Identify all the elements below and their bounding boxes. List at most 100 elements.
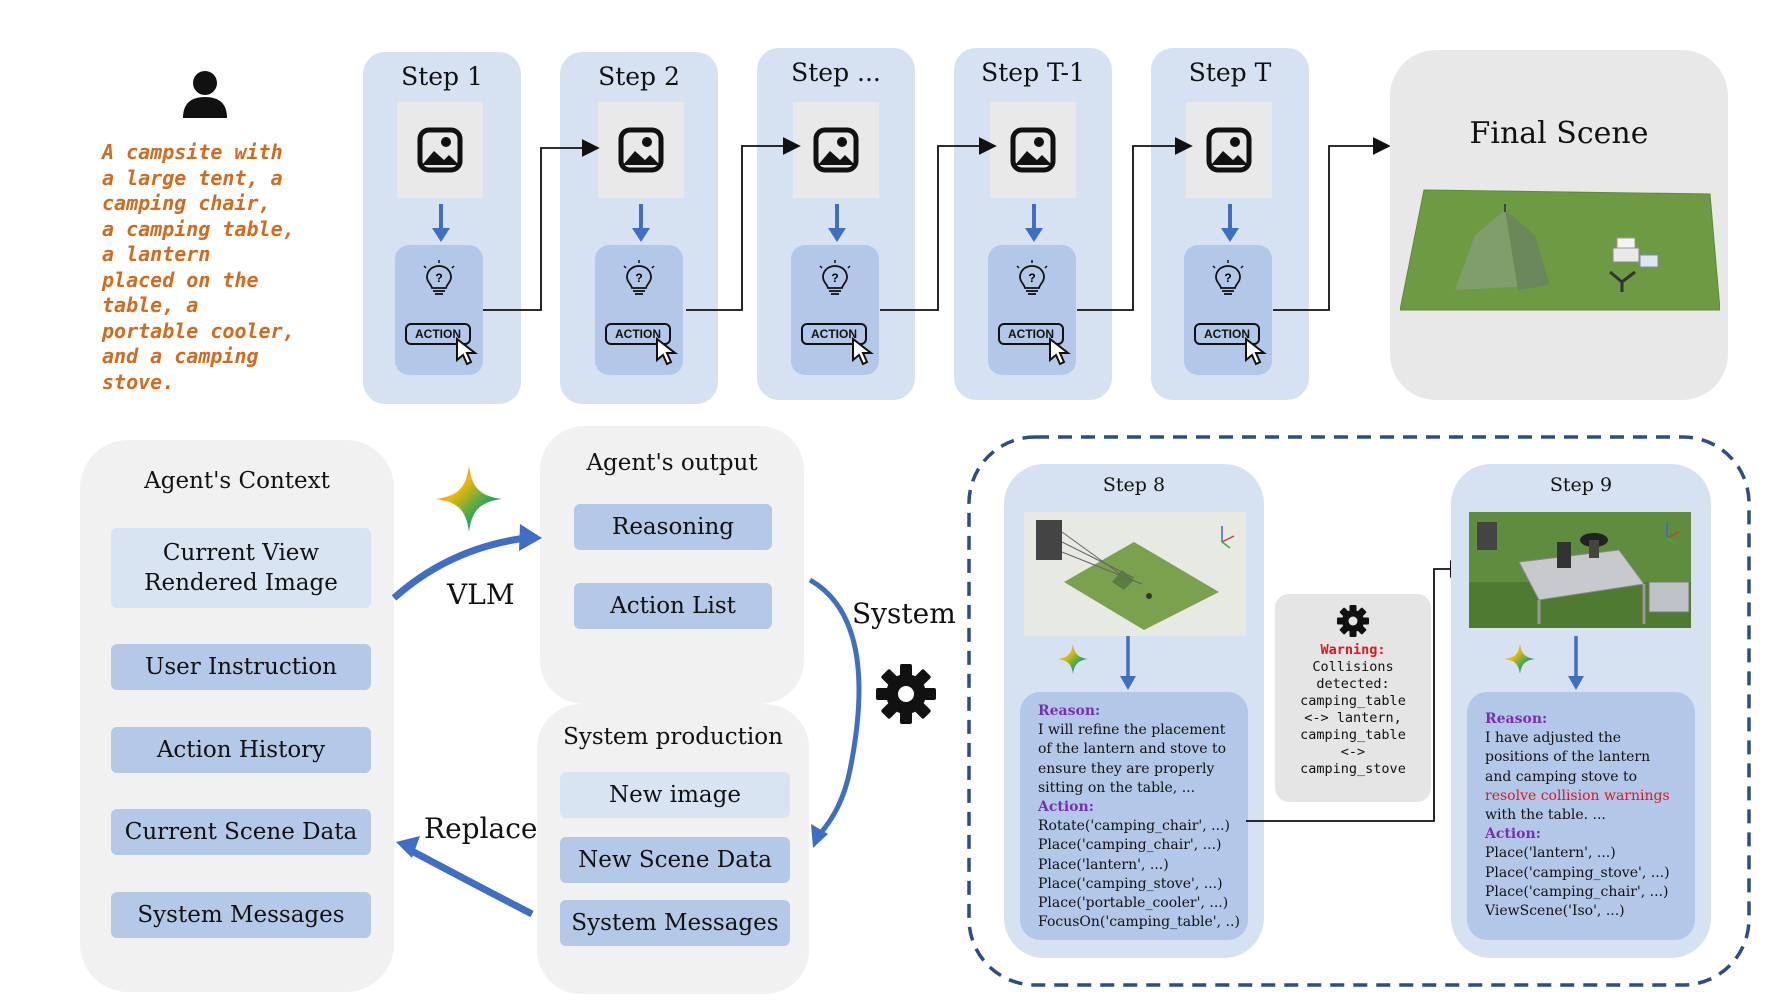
step-column-3: Step ... ? ACTION	[757, 48, 915, 400]
action-key: Action	[1038, 799, 1089, 816]
action-label: ACTION	[605, 323, 671, 345]
user-prompt: A campsite with a large tent, a camping …	[102, 140, 295, 394]
image-icon	[417, 127, 463, 173]
context-item-current-view: Current View Rendered Image	[111, 528, 371, 608]
image-placeholder	[397, 102, 483, 198]
warning-box: Warning: Collisions detected: camping_ta…	[1275, 594, 1431, 802]
action-label: ACTION	[405, 323, 471, 345]
reason-line: and camping stove to	[1485, 768, 1638, 785]
step-column-4: Step T-1 ? ACTION	[954, 48, 1112, 400]
lightbulb-question-icon: ?	[423, 260, 455, 295]
svg-text:?: ?	[831, 271, 838, 285]
step9-panel: Step 9 Reason: I have adjusted the posit…	[1451, 464, 1711, 958]
svg-text:?: ?	[1028, 271, 1035, 285]
warning-line: detected:	[1316, 676, 1390, 692]
agents-output-title: Agent's output	[586, 450, 758, 476]
replace-label: Replace	[424, 812, 538, 845]
down-arrow	[1120, 636, 1136, 690]
thought-action-card: ? ACTION	[595, 245, 683, 375]
reason-key: Reason	[1038, 703, 1096, 719]
output-item-action-list: Action List	[574, 583, 772, 629]
action-line: Place('camping_chair', ...)	[1038, 837, 1222, 854]
system-label: System	[852, 597, 956, 630]
action-line: Place('lantern', ...)	[1038, 856, 1169, 873]
warning-line: camping_table	[1300, 727, 1406, 743]
svg-text:?: ?	[1224, 271, 1231, 285]
step9-render	[1469, 512, 1691, 628]
down-arrow	[1025, 204, 1043, 242]
action-label: ACTION	[1194, 323, 1260, 345]
down-arrow	[828, 204, 846, 242]
vlm-label: VLM	[447, 578, 515, 611]
user-icon	[183, 71, 227, 118]
action-line: Place('lantern', ...)	[1485, 845, 1616, 862]
step8-render	[1024, 512, 1246, 636]
cursor-icon	[456, 337, 478, 366]
image-placeholder	[990, 102, 1076, 198]
gear-icon	[876, 664, 936, 724]
production-item-new-image: New image	[560, 772, 790, 818]
step8-render-image	[1024, 512, 1246, 636]
step9-reason-card: Reason: I have adjusted the positions of…	[1467, 692, 1695, 940]
dashed-frame	[967, 435, 1751, 987]
reason-line: ensure they are properly	[1038, 760, 1215, 777]
thought-action-card: ? ACTION	[791, 245, 879, 375]
step-title: Step T	[1188, 58, 1272, 87]
down-arrow	[1221, 204, 1239, 242]
agents-context-panel: Agent's Context Current View Rendered Im…	[80, 440, 394, 992]
context-item-user-instruction: User Instruction	[111, 644, 371, 690]
final-scene-panel: Final Scene	[1390, 50, 1728, 400]
action-label: ACTION	[998, 323, 1064, 345]
action-line: Rotate('camping_chair', ...)	[1038, 818, 1230, 835]
final-scene-title: Final Scene	[1469, 116, 1649, 151]
reason-line: sitting on the table, ...	[1038, 779, 1196, 796]
cursor-icon	[1049, 337, 1071, 366]
system-production-panel: System production New image New Scene Da…	[537, 704, 809, 994]
reason-key: Reason	[1485, 711, 1543, 727]
step-title: Step T-1	[981, 58, 1085, 87]
action-line: Place('portable_cooler', ...)	[1038, 895, 1229, 912]
step8-title: Step 8	[1102, 474, 1166, 496]
warning-line: <->	[1340, 744, 1366, 760]
warning-title: Warning:	[1320, 642, 1386, 658]
action-line: Place('camping_stove', ...)	[1485, 864, 1670, 881]
image-placeholder	[1186, 102, 1272, 198]
gear-icon	[1337, 605, 1369, 637]
down-arrow	[1568, 636, 1584, 690]
production-item-new-scene-data: New Scene Data	[560, 837, 790, 883]
step-title: Step 2	[598, 62, 680, 91]
action-label: ACTION	[801, 323, 867, 345]
agents-context-title: Agent's Context	[144, 468, 330, 494]
action-line: Place('camping_stove', ...)	[1038, 875, 1223, 892]
reason-highlight: resolve collision warnings	[1485, 787, 1670, 804]
cursor-icon	[852, 337, 874, 366]
reason-line: positions of the lantern	[1485, 749, 1651, 766]
context-item-system-messages: System Messages	[111, 892, 371, 938]
warning-line: Collisions	[1312, 659, 1394, 675]
reason-line: I will refine the placement	[1038, 722, 1226, 739]
system-production-title: System production	[563, 724, 783, 750]
thought-action-card: ? ACTION	[988, 245, 1076, 375]
image-icon	[1010, 127, 1056, 173]
output-item-reasoning: Reasoning	[574, 504, 772, 550]
warning-line: <-> lantern,	[1304, 710, 1402, 726]
lightbulb-question-icon: ?	[1212, 260, 1244, 295]
down-arrow	[632, 204, 650, 242]
vlm-sparkle-icon	[1505, 644, 1535, 674]
campsite-render	[1400, 189, 1720, 311]
agents-output-panel: Agent's output Reasoning Action List	[540, 426, 804, 704]
cursor-icon	[656, 337, 678, 366]
vlm-sparkle-icon	[436, 466, 502, 532]
step8-reason-card: Reason: I will refine the placement of t…	[1020, 692, 1248, 940]
step8-panel: Step 8 Reason: I will refine the placeme…	[1004, 464, 1264, 958]
step9-title: Step 9	[1549, 474, 1613, 496]
action-key: Action	[1485, 826, 1536, 843]
context-item-scene-data: Current Scene Data	[111, 809, 371, 855]
reason-line: of the lantern and stove to	[1038, 741, 1227, 758]
svg-text:?: ?	[635, 271, 642, 285]
step-column-5: Step T ? ACTION	[1151, 48, 1309, 400]
thought-action-card: ? ACTION	[1184, 245, 1272, 375]
reason-line: I have adjusted the	[1485, 730, 1622, 747]
